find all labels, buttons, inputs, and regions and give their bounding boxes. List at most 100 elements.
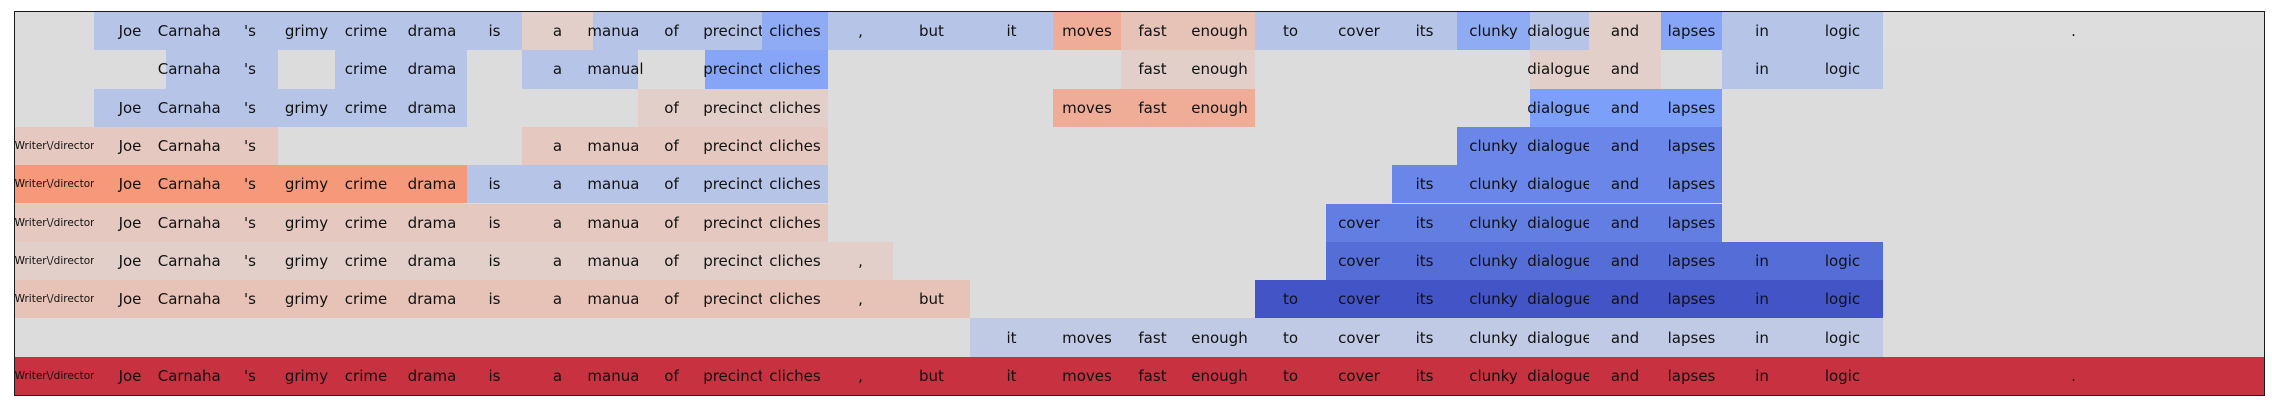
heatmap-cell: clunky xyxy=(1457,241,1530,281)
cell-token-label: dialogue xyxy=(1527,137,1592,156)
heatmap-cell: in xyxy=(1722,50,1802,89)
heatmap-cell: lapses xyxy=(1661,241,1722,281)
heatmap-cell: Joe xyxy=(94,88,166,127)
heatmap-cell: Carnahan xyxy=(158,203,230,242)
heatmap-cell: Writer\/director xyxy=(15,356,94,395)
cell-token-label: logic xyxy=(1824,328,1861,347)
cell-token-label: Carnahan xyxy=(157,366,231,385)
heatmap-cell: a xyxy=(522,50,593,89)
cell-token-label: and xyxy=(1610,251,1640,270)
cell-token-label: , xyxy=(858,290,863,309)
heatmap-cell: , xyxy=(828,356,893,395)
cell-token-label: manual xyxy=(587,366,644,385)
cell-token-label: it xyxy=(1006,366,1017,385)
heatmap-cell: in xyxy=(1722,356,1802,395)
heatmap-cell: fast xyxy=(1121,356,1184,395)
heatmap-cell: fast xyxy=(1121,50,1184,89)
heatmap-cell: to xyxy=(1255,318,1326,357)
heatmap-cell: Carnahan xyxy=(158,126,230,166)
heatmap-cell: logic xyxy=(1802,318,1883,357)
cell-token-label: and xyxy=(1610,366,1640,385)
cell-token-label: Writer\/director xyxy=(14,293,95,306)
heatmap-cell: to xyxy=(1255,356,1326,395)
heatmap-cell: and xyxy=(1589,280,1661,319)
heatmap-cell: , xyxy=(828,12,893,51)
cell-token-label: manual xyxy=(587,60,644,79)
heatmap-cell: and xyxy=(1589,203,1661,242)
heatmap-cell: drama xyxy=(397,12,467,51)
cell-token-label: 's xyxy=(244,366,256,385)
cell-token-label: grimy xyxy=(284,251,329,270)
cell-token-label: lapses xyxy=(1667,328,1716,347)
heatmap-cell: in xyxy=(1722,318,1802,357)
heatmap-cell: enough xyxy=(1184,88,1255,127)
cell-token-label: enough xyxy=(1191,98,1248,117)
heatmap-cell: cliches xyxy=(762,356,828,395)
cell-token-label: to xyxy=(1282,328,1299,347)
heatmap-cell: its xyxy=(1392,280,1457,319)
cell-token-label: to xyxy=(1282,366,1299,385)
cell-token-label: Writer\/director xyxy=(14,216,95,229)
cell-token-label: cliches xyxy=(769,290,821,309)
cell-token-label: and xyxy=(1610,137,1640,156)
heatmap-cell: its xyxy=(1392,12,1457,51)
cell-token-label: moves xyxy=(1062,98,1112,117)
heatmap-cell: Carnahan xyxy=(158,280,230,319)
heatmap-cell: drama xyxy=(397,50,467,89)
cell-token-label: is xyxy=(488,251,501,270)
heatmap-cell: a xyxy=(522,280,593,319)
cell-token-label: it xyxy=(1006,22,1017,41)
heatmap-cell: Joe xyxy=(94,203,166,242)
heatmap-cell: precinct xyxy=(703,356,764,395)
heatmap-cell: Carnahan xyxy=(158,12,230,51)
heatmap-cell: and xyxy=(1589,356,1661,395)
cell-token-label: but xyxy=(919,366,944,385)
heatmap-cell: a xyxy=(522,165,593,204)
cell-token-label: cover xyxy=(1338,251,1380,270)
heatmap-cell: clunky xyxy=(1457,165,1530,204)
cell-token-label: is xyxy=(488,213,501,232)
cell-token-label: Carnahan xyxy=(157,98,231,117)
cell-token-label: in xyxy=(1755,22,1769,41)
heatmap-cell: lapses xyxy=(1661,88,1722,127)
cell-token-label: cover xyxy=(1338,328,1380,347)
cell-token-label: but xyxy=(919,290,944,309)
heatmap-cell: drama xyxy=(397,280,467,319)
cell-token-label: precinct xyxy=(703,175,764,194)
cell-token-label: 's xyxy=(244,137,256,156)
cell-token-label: precinct xyxy=(703,98,764,117)
heatmap-cell: Joe xyxy=(94,356,166,395)
cell-token-label: is xyxy=(488,22,501,41)
heatmap-cell: and xyxy=(1589,241,1661,281)
cell-token-label: precinct xyxy=(703,251,764,270)
cell-token-label: its xyxy=(1415,290,1434,309)
heatmap-cell: its xyxy=(1392,356,1457,395)
heatmap-cell: but xyxy=(893,12,970,51)
cell-token-label: a xyxy=(552,251,563,270)
heatmap-cell: dialogue xyxy=(1527,126,1592,166)
cell-token-label: drama xyxy=(407,60,457,79)
cell-token-label: its xyxy=(1415,366,1434,385)
cell-token-label: a xyxy=(552,60,563,79)
heatmap-cell: and xyxy=(1589,318,1661,357)
heatmap-cell: cover xyxy=(1326,241,1392,281)
heatmap-cell: , xyxy=(828,280,893,319)
cell-token-label: lapses xyxy=(1667,290,1716,309)
heatmap-cell: Carnahan xyxy=(158,50,230,89)
cell-token-label: manual xyxy=(587,175,644,194)
cell-token-label: cliches xyxy=(769,60,821,79)
cell-token-label: lapses xyxy=(1667,213,1716,232)
cell-token-label: enough xyxy=(1191,22,1248,41)
heatmap-cell: its xyxy=(1392,241,1457,281)
heatmap-cell: grimy xyxy=(278,280,335,319)
heatmap-cell: cover xyxy=(1326,318,1392,357)
heatmap-cell: is xyxy=(467,356,522,395)
heatmap-cell: precinct xyxy=(703,88,764,127)
cell-token-label: 's xyxy=(244,251,256,270)
cell-token-label: enough xyxy=(1191,328,1248,347)
heatmap-cell: precinct xyxy=(703,280,764,319)
cell-token-label: and xyxy=(1610,328,1640,347)
cell-token-label: a xyxy=(552,366,563,385)
cell-token-label: in xyxy=(1755,366,1769,385)
cell-token-label: in xyxy=(1755,290,1769,309)
